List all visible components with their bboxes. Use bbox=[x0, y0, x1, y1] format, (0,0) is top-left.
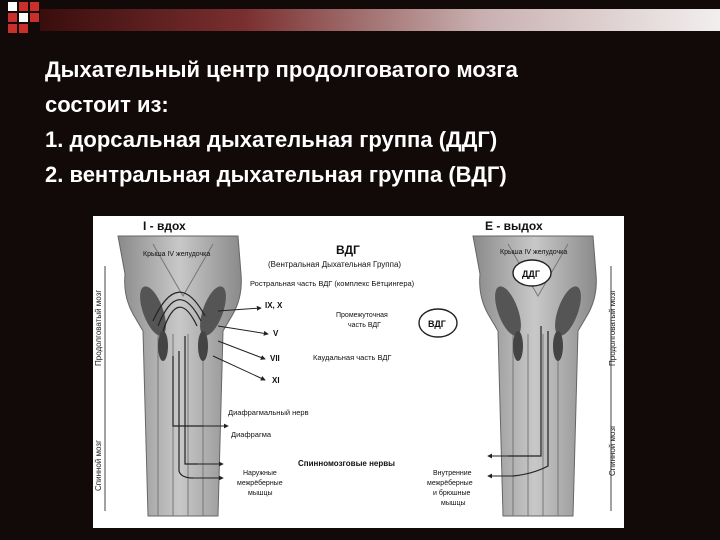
internal-label-1: Внутренние bbox=[433, 470, 472, 477]
decor-square-white bbox=[19, 13, 28, 22]
caudal-label: Каудальная часть ВДГ bbox=[313, 353, 391, 362]
spinal-nerves-label: Спинномозговые нервы bbox=[298, 459, 395, 468]
nerve-vii-label: VII bbox=[270, 354, 280, 363]
left-side-lower-label: Спинной мозг bbox=[94, 440, 103, 491]
center-subheader: (Вентральная Дыхательная Группа) bbox=[268, 260, 401, 269]
left-header: I - вдох bbox=[143, 219, 186, 233]
internal-label-4: мышцы bbox=[441, 500, 466, 507]
intermediate-label-1: Промежуточная bbox=[336, 312, 388, 319]
right-side-upper-label: Продолговатый мозг bbox=[608, 290, 617, 366]
right-axis: Продолговатый мозг Спинной мозг bbox=[608, 266, 617, 511]
vdg-circle-label: ВДГ bbox=[428, 319, 446, 329]
vdg-marker: ВДГ bbox=[418, 308, 458, 338]
decor-square-red bbox=[30, 13, 39, 22]
slide-title: Дыхательный центр продолговатого мозга с… bbox=[45, 52, 685, 192]
external-label-3: мышцы bbox=[248, 490, 273, 497]
decor-square-red bbox=[19, 24, 28, 33]
external-label-2: межрёберные bbox=[237, 479, 283, 487]
ddg-marker: ДДГ bbox=[512, 259, 552, 287]
title-line: состоит из: bbox=[45, 92, 169, 117]
internal-label-2: межрёберные bbox=[427, 479, 473, 487]
nerve-xi-label: XI bbox=[272, 376, 280, 385]
ddg-circle-label: ДДГ bbox=[522, 269, 540, 279]
left-axis: Продолговатый мозг Спинной мозг bbox=[94, 266, 106, 511]
phrenic-nerve-label: Диафрагмальный нерв bbox=[228, 408, 309, 417]
diaphragm-label: Диафрагма bbox=[231, 430, 272, 439]
internal-label-3: и брюшные bbox=[433, 489, 471, 497]
external-label-1: Наружные bbox=[243, 470, 277, 477]
left-roof-label: Крыша IV желудочка bbox=[143, 251, 210, 258]
nerve-ix-x-label: IX, X bbox=[265, 301, 283, 310]
nerve-v-label: V bbox=[273, 329, 279, 338]
title-line: Дыхательный центр продолговатого мозга bbox=[45, 57, 518, 82]
center-header: ВДГ bbox=[336, 243, 360, 257]
rostral-label: Ростральная часть ВДГ (комплекс Бётцинге… bbox=[250, 279, 415, 288]
right-roof-label: Крыша IV желудочка bbox=[500, 249, 567, 256]
title-line: 1. дорсальная дыхательная группа (ДДГ) bbox=[45, 127, 498, 152]
left-brainstem bbox=[117, 235, 242, 517]
decor-square-red bbox=[8, 13, 17, 22]
decor-square-white bbox=[8, 2, 17, 11]
respiratory-center-figure: Продолговатый мозг Спинной мозг Продолго… bbox=[93, 216, 624, 528]
gradient-bar bbox=[40, 9, 720, 31]
right-brainstem bbox=[472, 235, 597, 517]
decor-square-red bbox=[30, 2, 39, 11]
title-line: 2. вентральная дыхательная группа (ВДГ) bbox=[45, 162, 507, 187]
intermediate-label-2: часть ВДГ bbox=[348, 322, 381, 329]
right-header: E - выдох bbox=[485, 219, 543, 233]
top-decor-bar bbox=[0, 0, 720, 38]
left-side-upper-label: Продолговатый мозг bbox=[94, 290, 103, 366]
decor-square-red bbox=[8, 24, 17, 33]
right-side-lower-label: Спинной мозг bbox=[608, 425, 617, 476]
decor-square-red bbox=[19, 2, 28, 11]
